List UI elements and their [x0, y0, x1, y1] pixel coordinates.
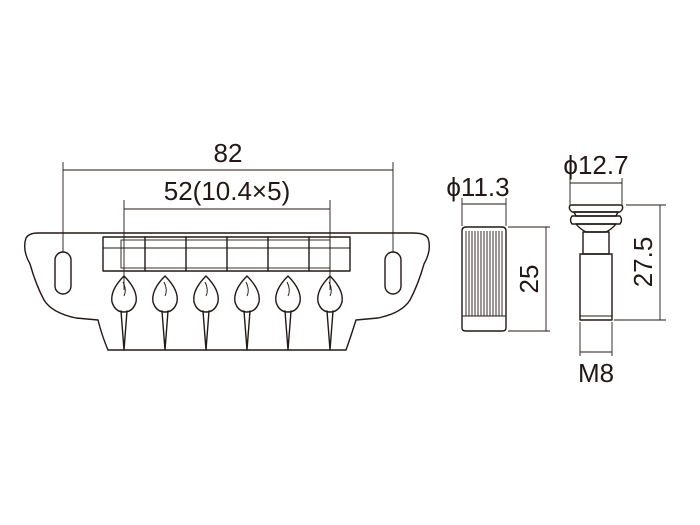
stud-bolt: [568, 204, 624, 321]
dim-bridge-width-label: 82: [214, 138, 243, 168]
mount-slot-left: [54, 251, 72, 295]
string-drop-4: [234, 275, 260, 351]
stud-anchor: [461, 226, 507, 332]
saddle-block: [102, 236, 351, 272]
string-drop-5: [275, 275, 301, 351]
dim-string-spacing-label: 52(10.4×5): [164, 176, 290, 206]
mount-slot-right: [384, 251, 402, 295]
dim-stud-thread-label: M8: [578, 358, 614, 388]
string-drop-3: [193, 275, 219, 351]
dim-stud-thread: M8: [578, 322, 614, 388]
string-drop-6: [317, 275, 343, 351]
bridge-plate: [23, 232, 431, 351]
string-drop-2: [152, 275, 178, 351]
dim-anchor-height: 25: [508, 226, 550, 332]
dim-anchor-height-label: 25: [514, 265, 544, 294]
string-drops: [111, 275, 343, 351]
dim-anchor-diameter-label: ϕ11.3: [446, 172, 509, 202]
dim-stud-diameter: ϕ12.7: [563, 150, 629, 204]
dim-stud-height: 27.5: [614, 204, 666, 321]
bridge-front-view: [23, 232, 431, 351]
anchor-knurling: [465, 231, 503, 316]
dim-string-spacing: 52(10.4×5): [123, 176, 331, 290]
dim-bridge-width: 82: [62, 138, 394, 252]
dim-anchor-diameter: ϕ11.3: [446, 172, 510, 226]
dim-stud-height-label: 27.5: [628, 237, 658, 288]
dim-stud-diameter-label: ϕ12.7: [563, 150, 628, 180]
